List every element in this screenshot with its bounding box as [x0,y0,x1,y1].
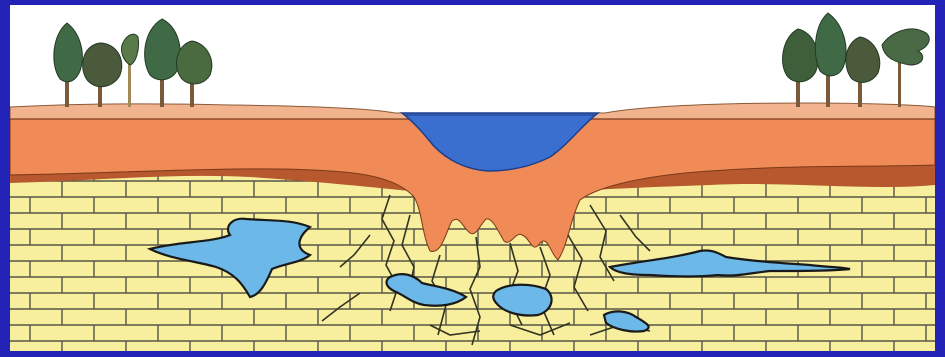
karst-cross-section [10,5,935,351]
